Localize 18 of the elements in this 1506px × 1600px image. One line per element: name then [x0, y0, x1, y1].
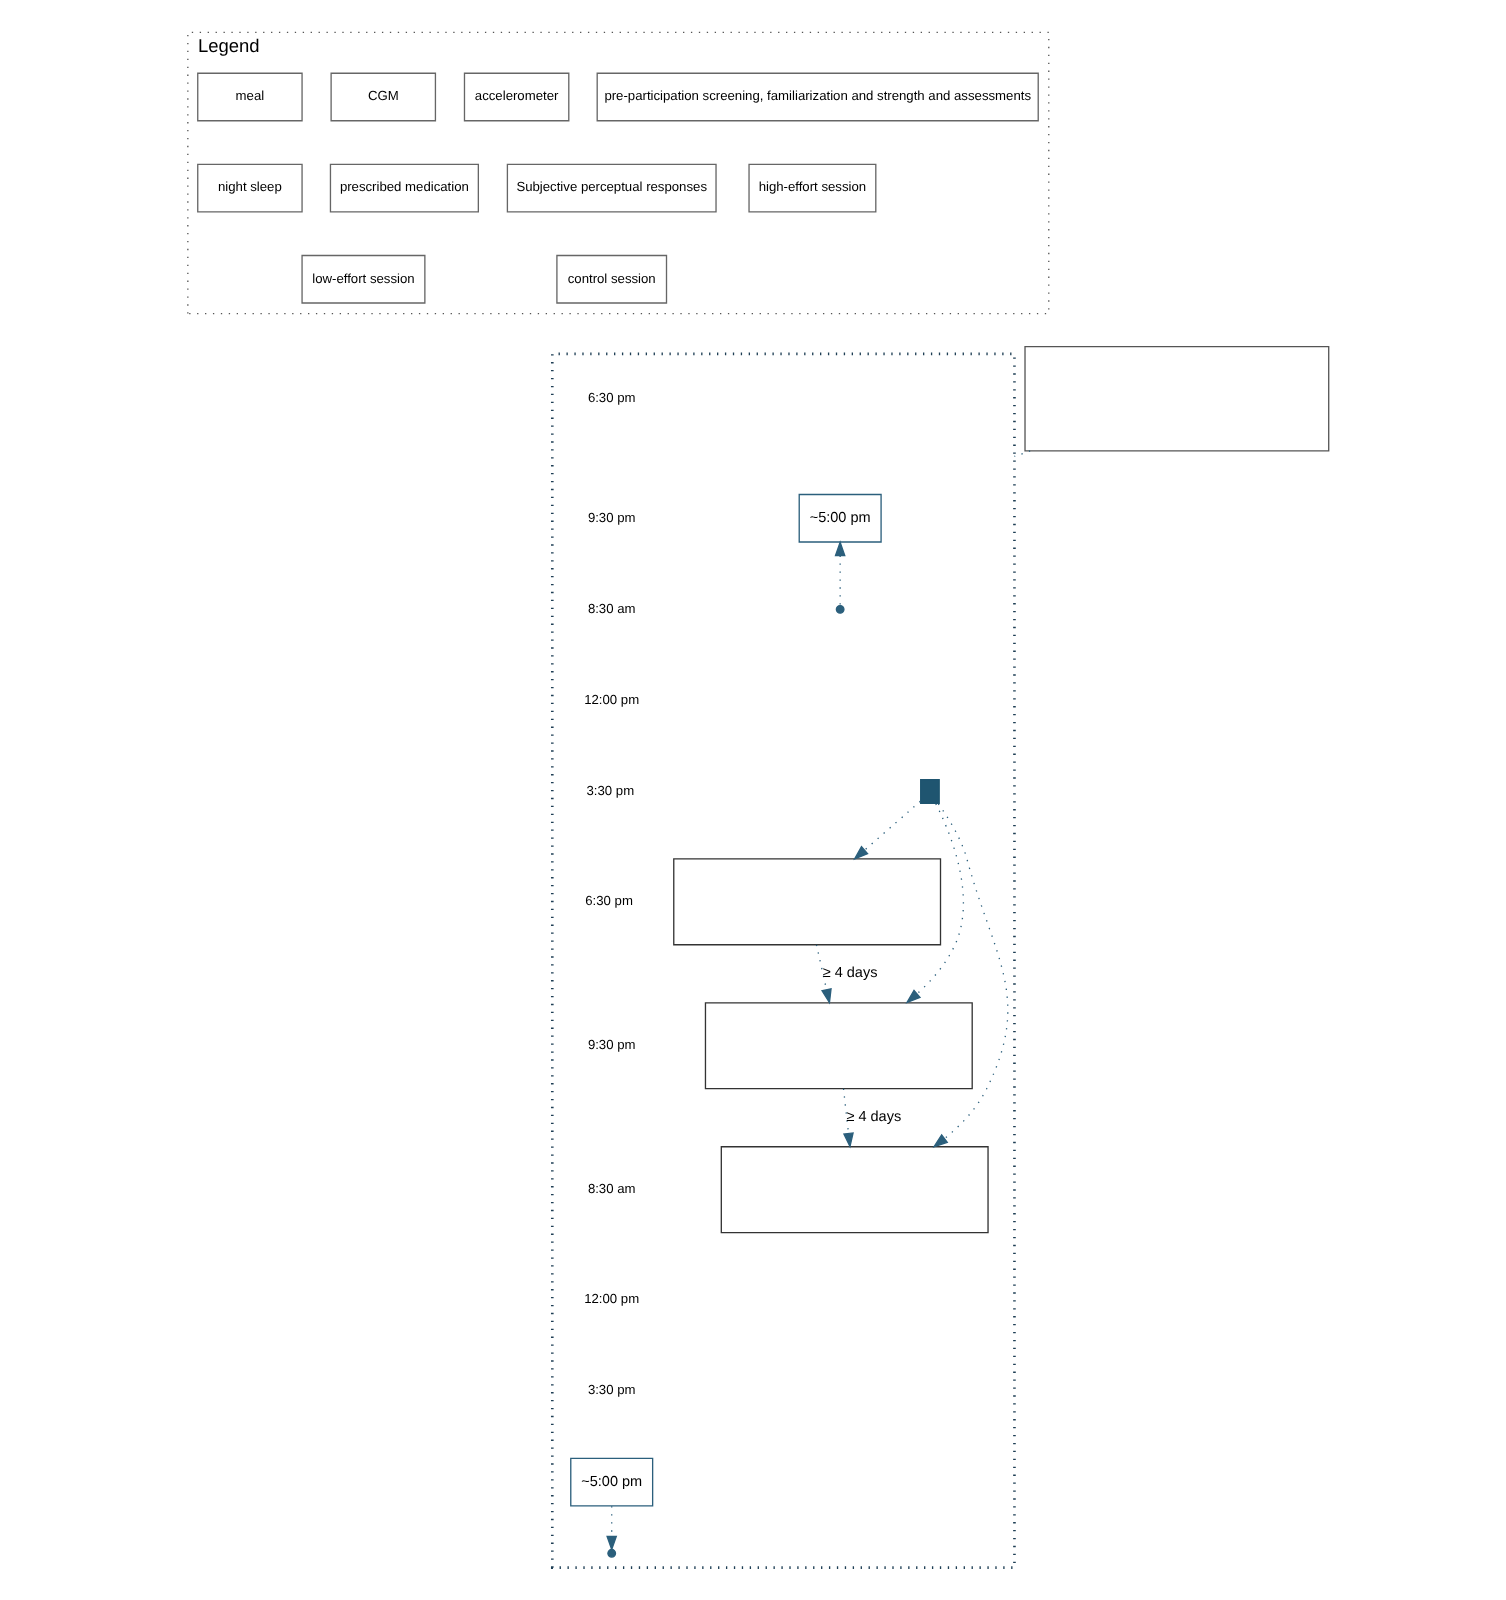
node-box — [704, 1002, 973, 1090]
connector — [1013, 450, 1031, 458]
arrow — [932, 803, 1009, 1148]
arrow — [842, 1088, 854, 1149]
edge-label: ≥ 4 days — [822, 963, 878, 982]
node-box — [673, 858, 942, 946]
node-box: ~5:00 pm — [570, 1457, 654, 1507]
arrow — [834, 540, 846, 606]
arrow — [853, 800, 921, 861]
cluster — [550, 352, 1016, 1569]
node-box — [920, 779, 940, 805]
arrow — [815, 944, 832, 1005]
edge-label: ≥ 4 days — [846, 1107, 902, 1126]
node-box — [720, 1146, 989, 1234]
arrow — [606, 1505, 618, 1552]
node-box — [1024, 345, 1330, 452]
node-box: ~5:00 pm — [798, 493, 882, 543]
arrow — [905, 803, 965, 1004]
